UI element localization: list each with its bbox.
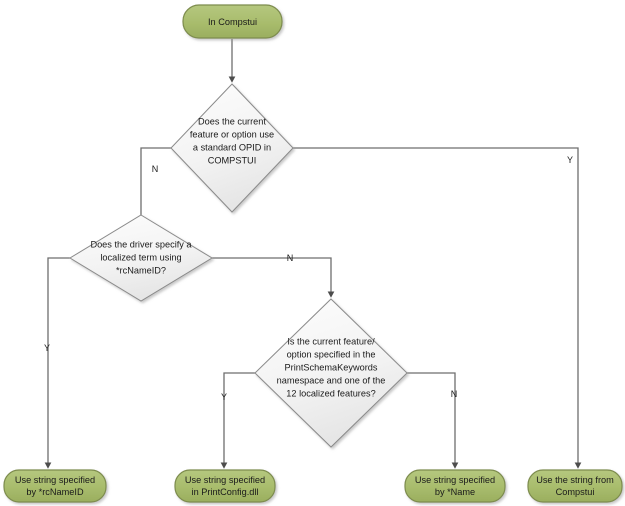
result-name-line-1: Use string specified	[415, 475, 495, 485]
decision-opid-line-1: Does the current	[198, 116, 266, 126]
decision-rcnameid-line-1: Does the driver specify a	[90, 239, 192, 249]
decision-rcnameid-shape	[69, 214, 213, 302]
node-result-name[interactable]: Use string specified by *Name	[404, 469, 506, 503]
node-result-printconfig[interactable]: Use string specified in PrintConfig.dll	[174, 469, 276, 503]
decision-opid-shape	[170, 83, 294, 213]
decision-opid-line-4: COMPSTUI	[208, 155, 257, 165]
start-node-label: In Compstui	[208, 17, 257, 27]
result-name-shape	[404, 469, 506, 503]
decision-printschema-line-4: namespace and one of the	[277, 375, 386, 385]
node-result-compstui[interactable]: Use the string from Compstui	[527, 469, 623, 503]
decision-printschema-line-3: PrintSchemaKeywords	[285, 362, 378, 372]
start-node-shape	[182, 4, 283, 39]
result-printconfig-shape	[174, 469, 276, 503]
edge-label-opid-no: N	[152, 164, 159, 174]
decision-printschema-line-1: Is the current feature/	[287, 336, 375, 346]
result-rcnameid-line-1: Use string specified	[15, 475, 95, 485]
result-compstui-shape	[527, 469, 623, 503]
result-compstui-line-2: Compstui	[556, 487, 595, 497]
edge-label-opid-yes: Y	[567, 155, 573, 165]
edge-printschema-no-to-name	[407, 372, 459, 469]
result-name-line-2: by *Name	[435, 487, 475, 497]
edge-opid-yes-to-compstui	[293, 147, 582, 469]
decision-printschema-shape	[254, 298, 408, 448]
node-start[interactable]: In Compstui	[182, 4, 283, 39]
edge-opid-no-to-rcnameid	[137, 147, 171, 224]
result-printconfig-line-1: Use string specified	[185, 475, 265, 485]
edge-label-rcnameid-no: N	[287, 253, 294, 263]
edge-label-printschema-yes: Y	[221, 392, 227, 402]
edge-label-printschema-no: N	[451, 389, 458, 399]
edge-rcnameid-no-to-printschema	[212, 257, 335, 298]
result-printconfig-line-2: in PrintConfig.dll	[192, 487, 259, 497]
node-result-rcnameid[interactable]: Use string specified by *rcNameID	[3, 469, 107, 503]
connector-layer	[44, 39, 582, 469]
result-rcnameid-shape	[3, 469, 107, 503]
result-rcnameid-line-2: by *rcNameID	[26, 487, 84, 497]
decision-printschema-line-2: option specified in the	[287, 349, 376, 359]
edge-printschema-yes-to-printconfig	[220, 372, 255, 469]
decision-rcnameid-line-3: *rcNameID?	[116, 265, 166, 275]
node-decision-opid[interactable]: Does the current feature or option use a…	[170, 83, 294, 213]
result-compstui-line-1: Use the string from	[536, 475, 614, 485]
edge-rcnameid-yes-to-result	[44, 257, 70, 469]
edge-label-layer: N Y Y N Y N	[44, 155, 573, 402]
decision-printschema-line-5: 12 localized features?	[286, 388, 375, 398]
decision-rcnameid-line-2: localized term using	[100, 252, 181, 262]
decision-opid-line-2: feature or option use	[190, 129, 274, 139]
node-decision-rcnameid[interactable]: Does the driver specify a localized term…	[69, 214, 213, 302]
edge-label-rcnameid-yes: Y	[44, 343, 50, 353]
node-decision-printschema[interactable]: Is the current feature/ option specified…	[254, 298, 408, 448]
decision-opid-line-3: a standard OPID in	[193, 142, 271, 152]
